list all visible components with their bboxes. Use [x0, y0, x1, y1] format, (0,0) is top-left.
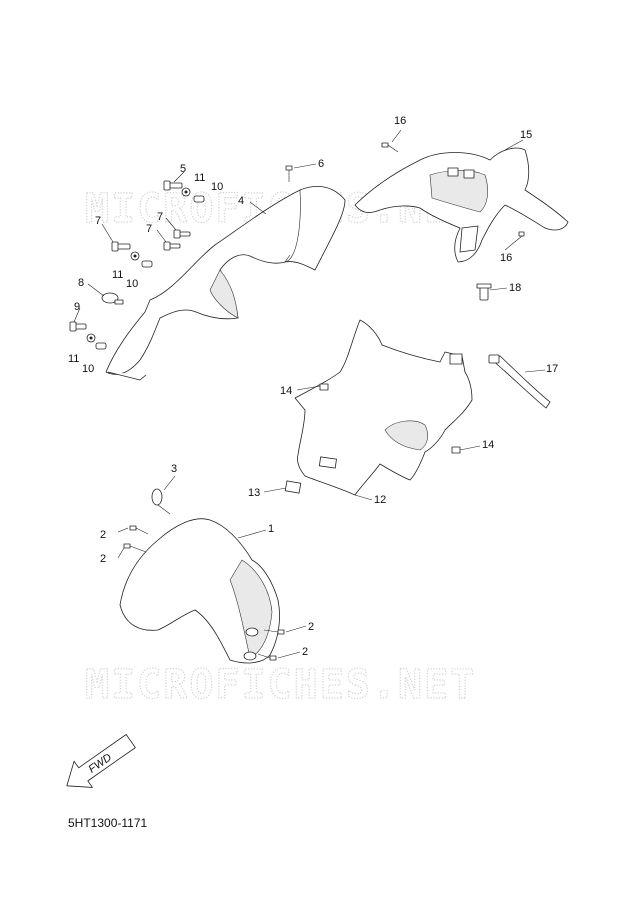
- callout-14: 14: [482, 439, 494, 451]
- callout-15: 15: [520, 129, 532, 141]
- rear-cover-part[interactable]: [354, 147, 569, 263]
- washer-11c[interactable]: [86, 333, 96, 343]
- callout-13: 13: [248, 487, 260, 499]
- callout-17: 17: [546, 363, 558, 375]
- bolt-7a[interactable]: [111, 241, 131, 252]
- callout-3: 3: [171, 463, 177, 475]
- bolt-7b[interactable]: [163, 241, 181, 251]
- inner-fender-part[interactable]: [294, 319, 473, 496]
- washer-11b[interactable]: [130, 251, 140, 261]
- clip-8[interactable]: [101, 292, 124, 305]
- callout-10: 10: [82, 363, 94, 375]
- callout-7: 7: [95, 215, 101, 227]
- callout-9: 9: [74, 301, 80, 313]
- nut-14b[interactable]: [451, 446, 461, 454]
- clip-13[interactable]: [284, 480, 302, 494]
- watermark-bottom: MICROFICHES.NET: [85, 662, 476, 708]
- callout-11: 11: [112, 269, 123, 281]
- callout-7: 7: [146, 223, 152, 235]
- callout-18: 18: [509, 282, 521, 294]
- callout-1: 1: [268, 523, 274, 535]
- callout-labels: 1 2 2 2 2 3 4 5 6 7 7 7 8 9 10 10 10 11 …: [68, 115, 558, 658]
- fwd-arrow: FWD: [66, 734, 136, 788]
- collar-10a[interactable]: [193, 195, 205, 203]
- screw-2d[interactable]: [257, 653, 277, 661]
- callout-10: 10: [126, 278, 138, 290]
- screw-2b[interactable]: [123, 543, 147, 553]
- screw-16a[interactable]: [381, 142, 399, 153]
- callout-16: 16: [394, 115, 406, 127]
- screw-16b[interactable]: [518, 231, 525, 237]
- leader-lines: [73, 129, 546, 659]
- nut-14a[interactable]: [319, 383, 329, 391]
- callout-8: 8: [78, 277, 84, 289]
- front-fender-part[interactable]: [119, 518, 280, 664]
- callout-10: 10: [211, 181, 223, 193]
- screw-2a[interactable]: [129, 525, 149, 535]
- collar-10b[interactable]: [141, 260, 153, 268]
- bolt-3[interactable]: [151, 488, 171, 515]
- callout-12: 12: [374, 494, 386, 506]
- callout-2: 2: [100, 529, 106, 541]
- diagram-code: 5HT1300-1171: [68, 816, 148, 830]
- callout-14: 14: [280, 385, 292, 397]
- screw-2c[interactable]: [263, 629, 285, 635]
- callout-16: 16: [500, 252, 512, 264]
- band-17[interactable]: [488, 354, 551, 409]
- callout-5: 5: [180, 163, 186, 175]
- callout-11: 11: [194, 172, 205, 184]
- callout-2: 2: [308, 621, 314, 633]
- bolt-9[interactable]: [69, 321, 87, 332]
- collar-10c[interactable]: [95, 342, 107, 350]
- callout-7: 7: [157, 211, 163, 223]
- callout-2: 2: [302, 646, 308, 658]
- washer-11a[interactable]: [181, 187, 191, 197]
- inner-cover-part[interactable]: [105, 186, 346, 381]
- screw-6[interactable]: [285, 165, 293, 182]
- bolt-7c[interactable]: [173, 229, 191, 239]
- bolt-5[interactable]: [163, 180, 183, 191]
- callout-6: 6: [318, 158, 324, 170]
- callout-11: 11: [68, 353, 79, 365]
- callout-4: 4: [238, 195, 244, 207]
- callout-2: 2: [100, 553, 106, 565]
- bolt-18[interactable]: [476, 283, 492, 301]
